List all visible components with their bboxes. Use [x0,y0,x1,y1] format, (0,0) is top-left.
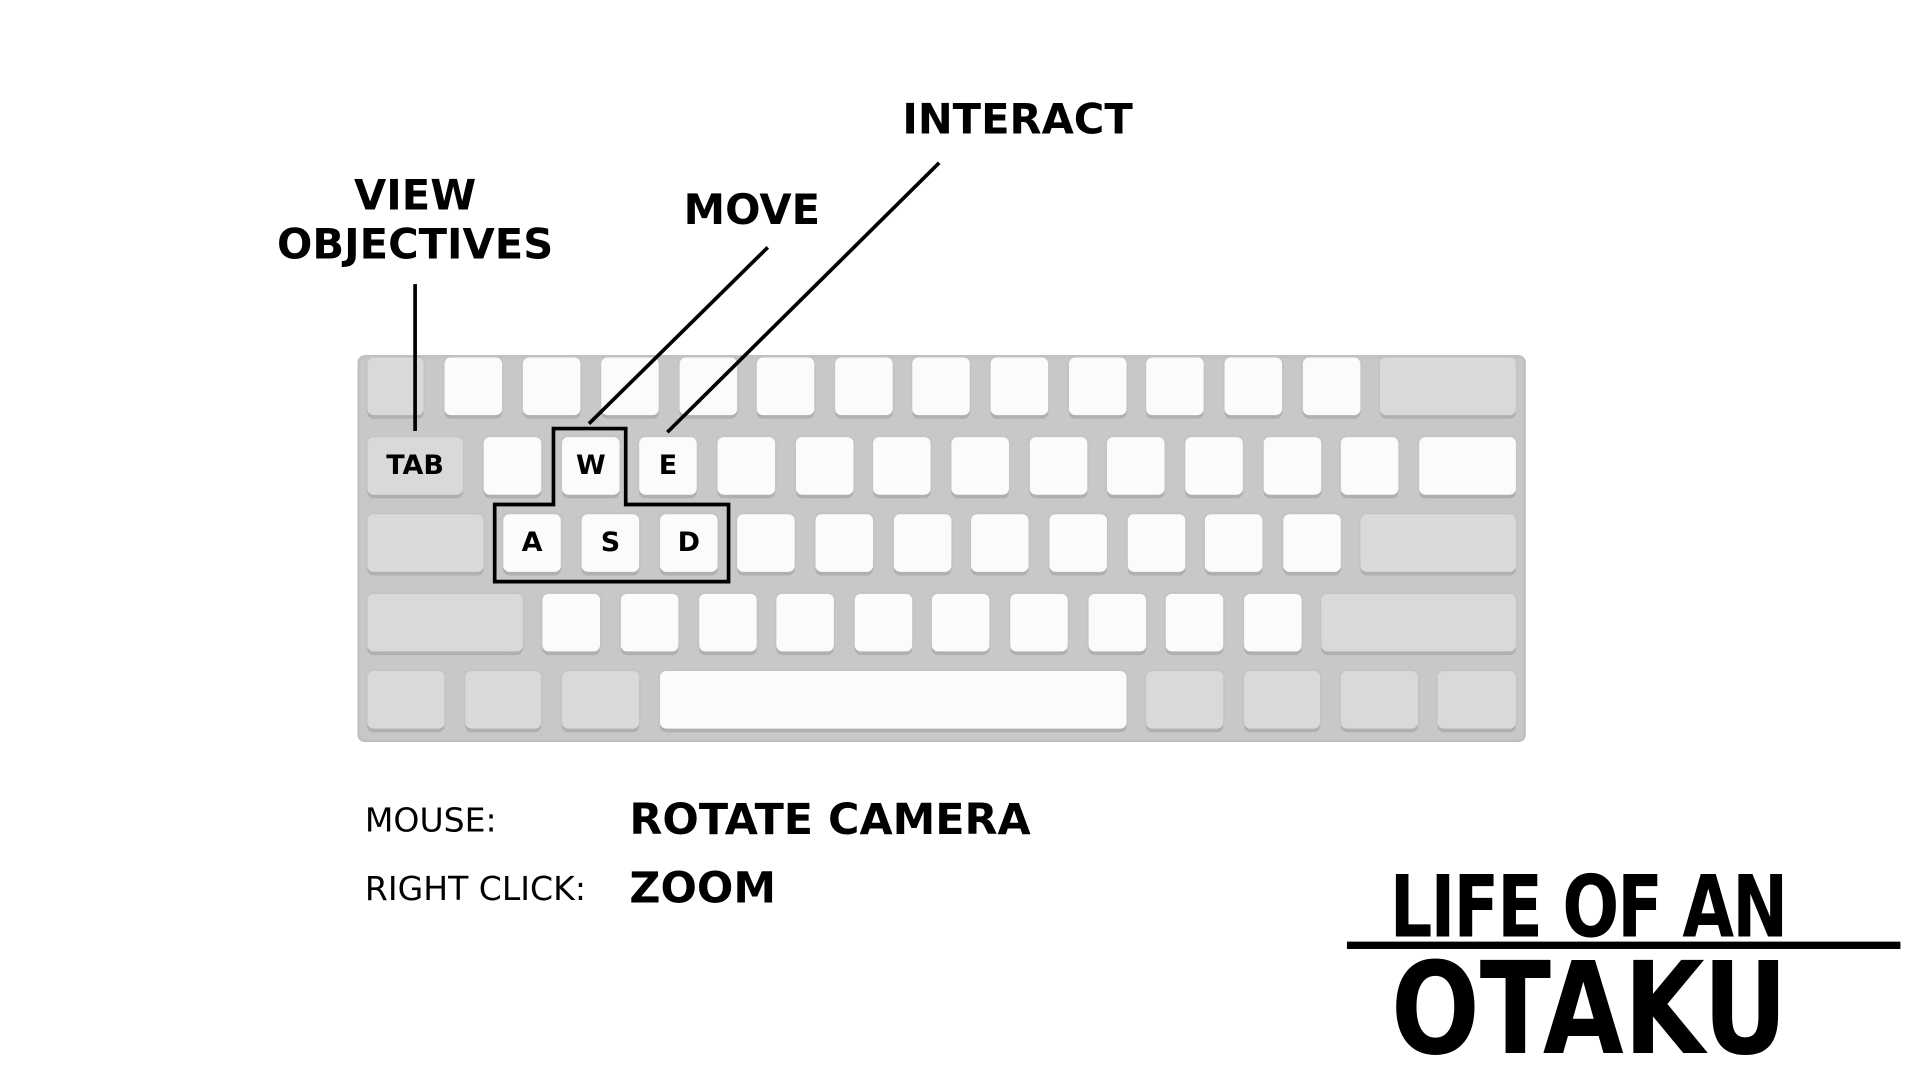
key [1283,514,1341,572]
key [990,357,1049,416]
key [1340,437,1399,495]
key [795,437,854,495]
interact-label: INTERACT [902,95,1133,145]
key [699,593,757,652]
key [465,671,542,729]
key [1029,437,1088,495]
key [931,593,990,652]
key [542,593,601,652]
key [1068,357,1127,416]
key [483,437,542,495]
key [522,357,581,416]
key [1263,437,1322,495]
key [1146,357,1204,416]
key-d: D [660,514,718,572]
key [717,437,776,495]
key [854,593,913,652]
key [1127,514,1186,572]
key [367,671,445,729]
key-tab: TAB [367,437,463,495]
view-objectives-label: VIEW OBJECTIVES [277,171,553,269]
key [367,593,523,652]
key [1419,437,1516,495]
logo-line2: OTAKU [1391,934,1788,1084]
key [620,593,679,652]
key-w: W [562,437,620,495]
key [367,514,484,572]
wasd-outline [492,426,731,584]
right-click-input-label: RIGHT CLICK: [364,870,586,909]
key [1088,593,1147,652]
key [912,357,970,416]
key [1165,593,1224,652]
move-label: MOVE [683,186,821,236]
key-a: A [503,514,561,572]
key-s: S [581,514,640,572]
key [776,593,834,652]
key [1204,514,1263,572]
key [1244,671,1321,729]
key [1380,357,1516,416]
key [1437,671,1516,729]
key [1010,593,1068,652]
key [971,514,1029,572]
key [562,671,640,729]
key [1244,593,1302,652]
right-click-action: ZOOM [629,864,776,914]
logo-underline [1346,941,1901,949]
key [601,357,659,416]
logo-line1: LIFE OF AN [1389,857,1788,958]
key [444,357,503,416]
key [893,514,952,572]
key [1340,671,1418,729]
interact-pointer [666,161,941,434]
key [1321,593,1516,652]
mouse-action: ROTATE CAMERA [629,795,1031,845]
key [1146,671,1224,729]
mouse-input-label: MOUSE: [364,802,497,841]
key [1106,437,1165,495]
key [660,671,1127,729]
key-e: E [639,437,697,495]
label-line: OBJECTIVES [277,220,554,270]
key [951,437,1009,495]
key [679,357,738,416]
key [1360,514,1516,572]
key [737,514,795,572]
move-pointer [587,246,770,425]
key [1302,357,1361,416]
key [1185,437,1243,495]
key [815,514,874,572]
key [1049,514,1107,572]
key [835,357,893,416]
key [873,437,931,495]
label-line: VIEW [354,171,477,221]
key [1224,357,1283,416]
key [756,357,815,416]
